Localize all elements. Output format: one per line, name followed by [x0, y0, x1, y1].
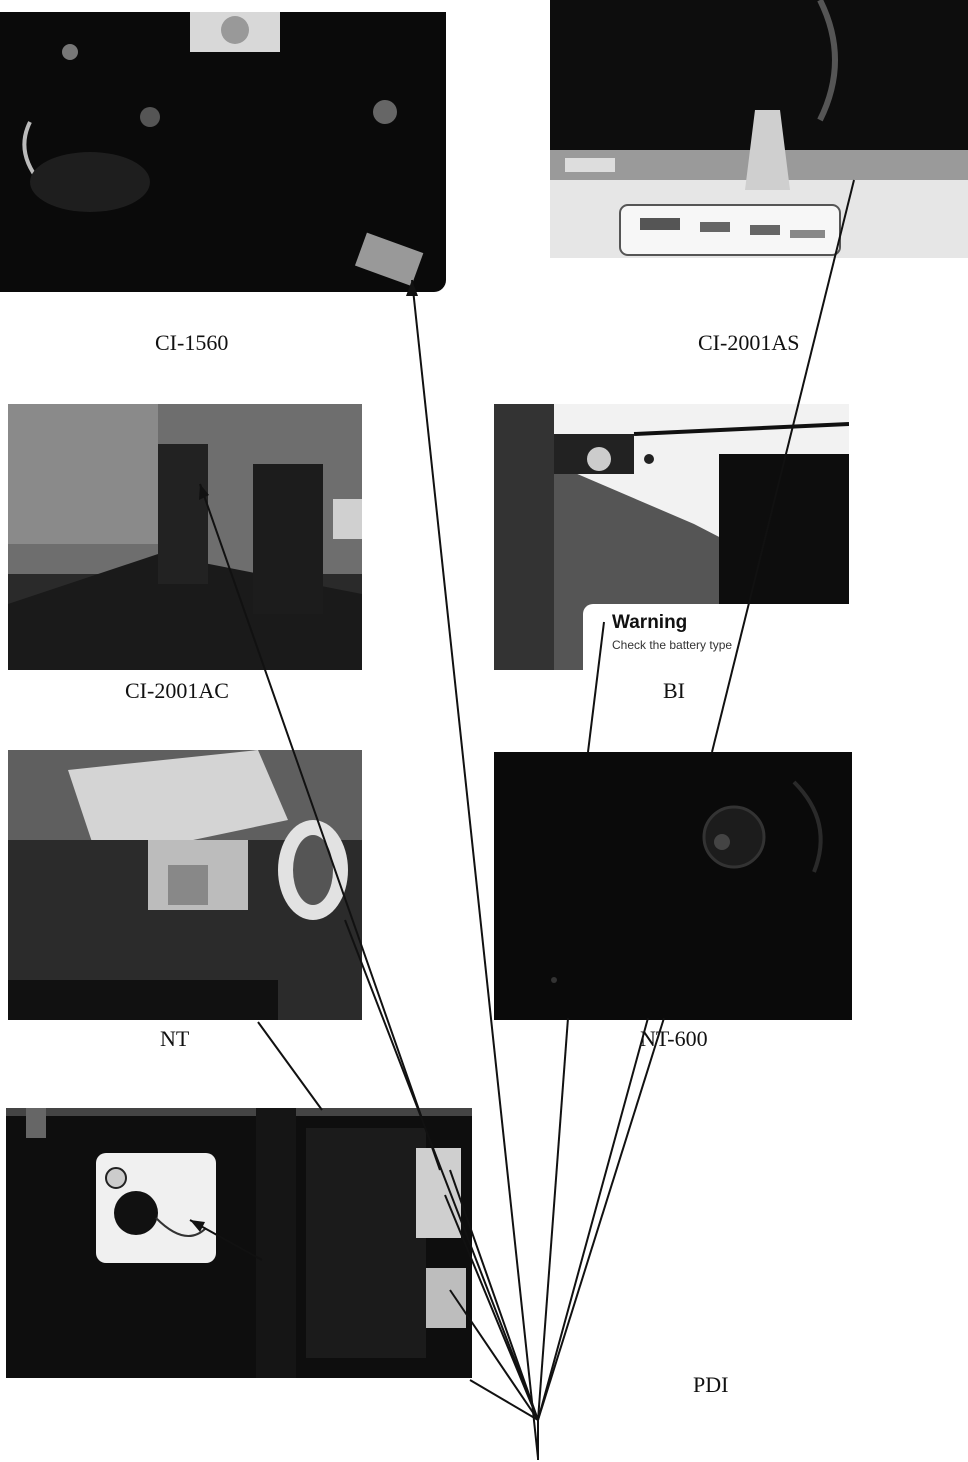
photo-ci-1560	[0, 12, 446, 292]
photo-ci-2001as	[550, 0, 968, 258]
connector-ci-2001ac	[199, 483, 441, 1171]
connector-pdi-c	[469, 1379, 539, 1421]
caption-ci-2001ac: CI-2001AC	[125, 678, 229, 703]
connector-bi	[587, 621, 605, 753]
caption-nt: NT	[160, 1026, 190, 1051]
connector-ci-1560	[411, 279, 539, 1459]
connector-pdi-b	[449, 1289, 539, 1421]
caption-ci-1560: CI-1560	[155, 330, 229, 355]
photo-ci-2001ac	[8, 404, 362, 670]
arrowhead-ci-2001ac	[199, 484, 209, 500]
connector-nt600-c	[537, 1017, 665, 1421]
connector-pdi-d	[444, 1194, 539, 1421]
warning-title: Warning	[612, 612, 688, 633]
connector-nt-a	[344, 919, 539, 1421]
caption-nt-600: NT-600	[640, 1026, 708, 1051]
connector-ci-2001as	[711, 179, 855, 753]
photo-pdi	[6, 1108, 472, 1378]
caption-bi: BI	[663, 678, 685, 703]
caption-ci-2001as: CI-2001AS	[698, 330, 800, 355]
connector-nt600-b	[537, 1017, 649, 1421]
caption-pdi: PDI	[693, 1372, 729, 1397]
arrowhead-pdi-inner	[190, 1220, 205, 1232]
warning-label	[583, 604, 849, 674]
connector-pdi-a	[449, 1169, 539, 1421]
connector-nt	[257, 1021, 323, 1111]
connector-nt600-a	[537, 1017, 569, 1421]
photo-nt	[8, 750, 362, 1020]
arrowhead-ci-1560	[406, 280, 418, 296]
warning-text: Check the battery type	[612, 638, 733, 652]
photo-nt-600	[494, 752, 852, 1020]
